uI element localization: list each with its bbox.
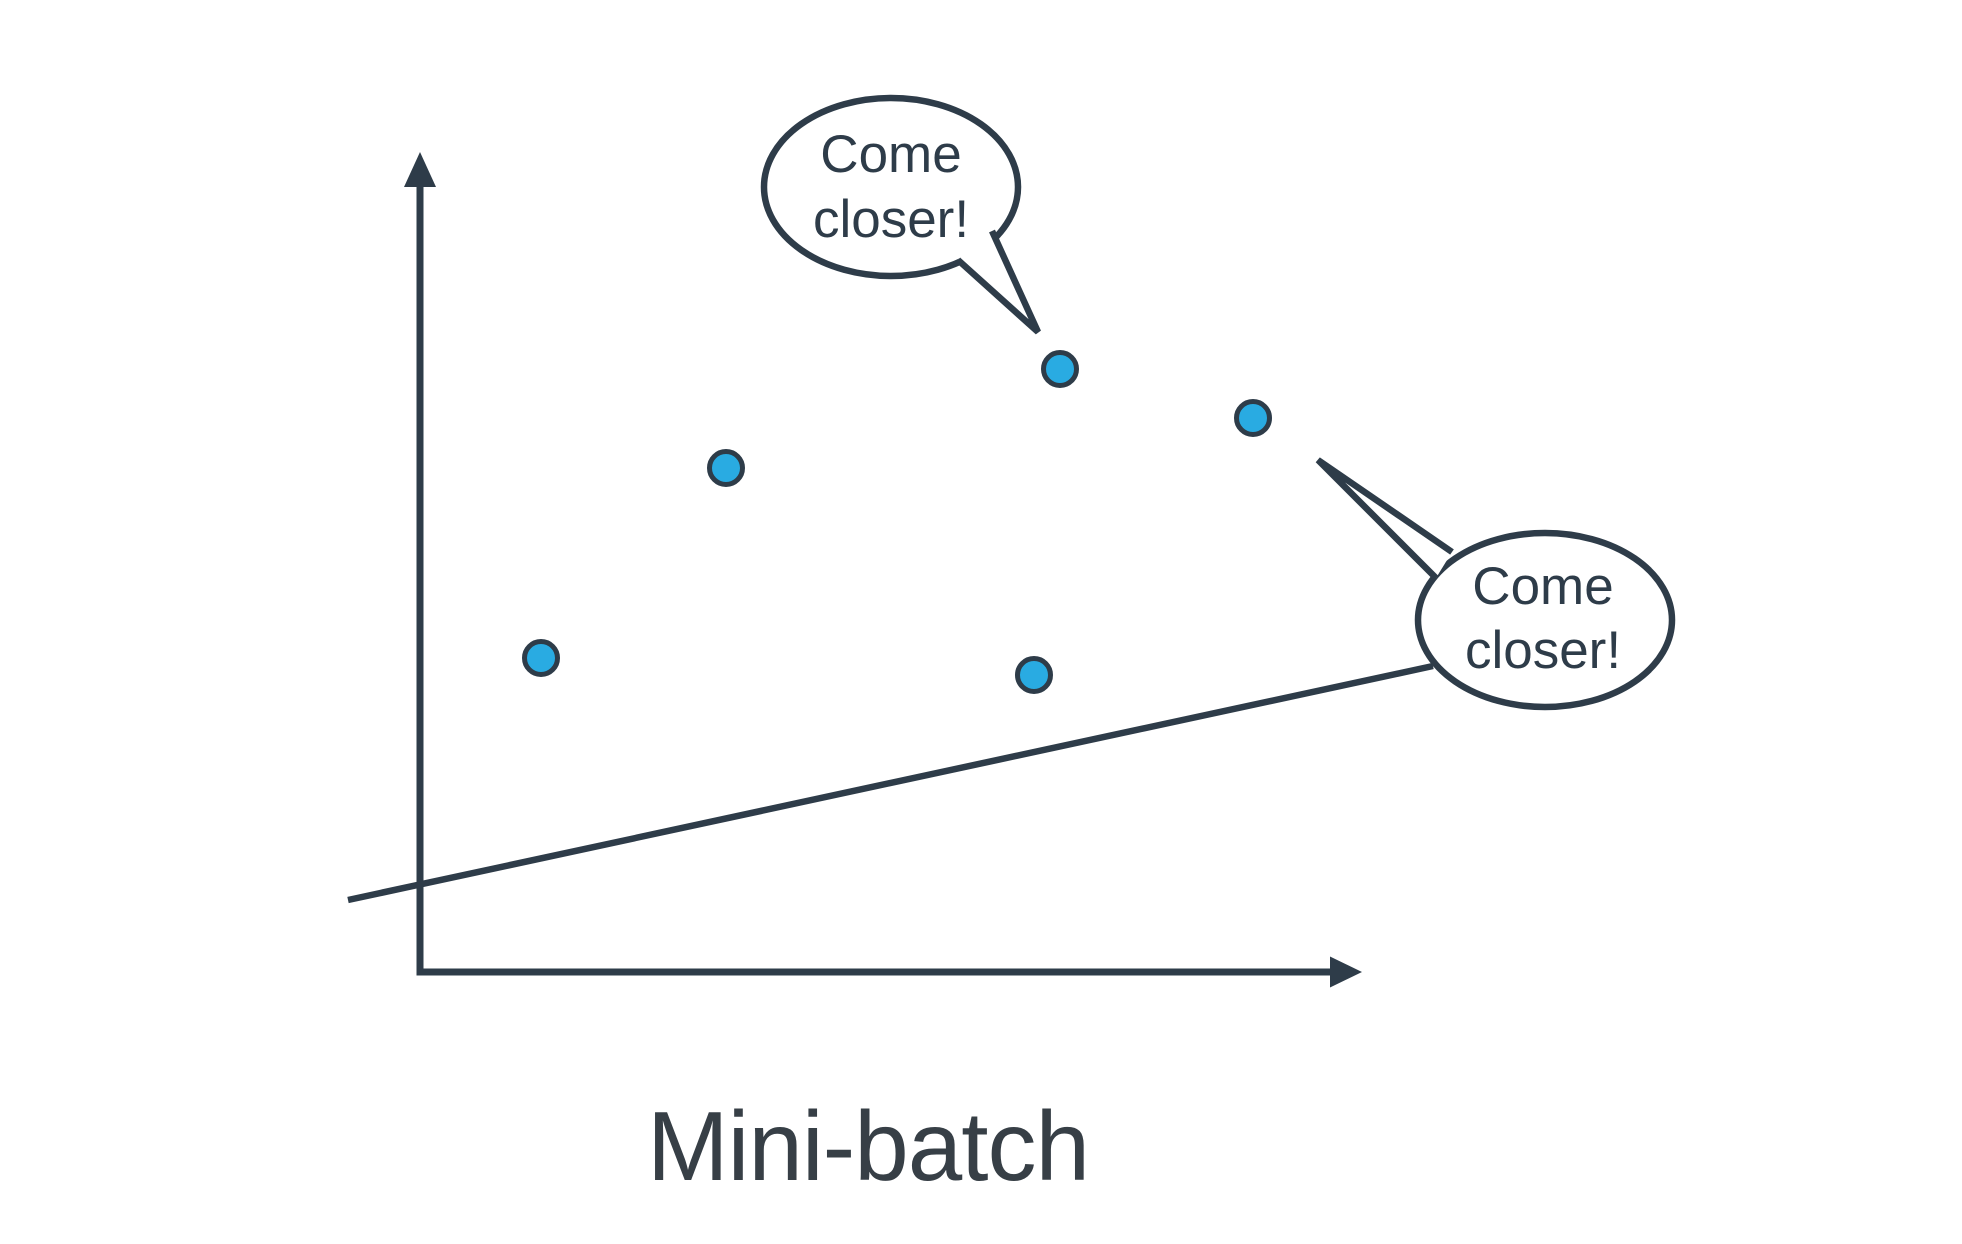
figure-title: Mini-batch <box>647 1091 1089 1201</box>
speech-bubble-right-balloon <box>1414 529 1676 711</box>
speech-bubble-right: Come closer! <box>1315 457 1676 711</box>
trend-line <box>347 662 1434 904</box>
data-point <box>707 449 745 487</box>
speech-bubble-top: Come closer! <box>760 94 1041 335</box>
speech-bubble-right-line2: closer! <box>1465 621 1621 680</box>
y-axis-arrowhead-icon <box>404 152 436 187</box>
speech-bubble-top-line1: Come <box>820 125 961 184</box>
speech-bubble-top-line2: closer! <box>813 190 969 249</box>
data-point <box>522 639 560 677</box>
x-axis-arrowhead-icon <box>1330 956 1362 988</box>
speech-bubble-top-balloon <box>760 94 1022 280</box>
data-points <box>522 350 1272 694</box>
speech-bubble-right-line1: Come <box>1472 557 1613 616</box>
data-point <box>1015 656 1053 694</box>
data-point <box>1234 399 1272 437</box>
data-point <box>1041 350 1079 388</box>
speech-bubble-top-tail <box>955 229 1041 335</box>
speech-bubble-right-tail <box>1315 457 1454 581</box>
axes <box>404 152 1362 988</box>
